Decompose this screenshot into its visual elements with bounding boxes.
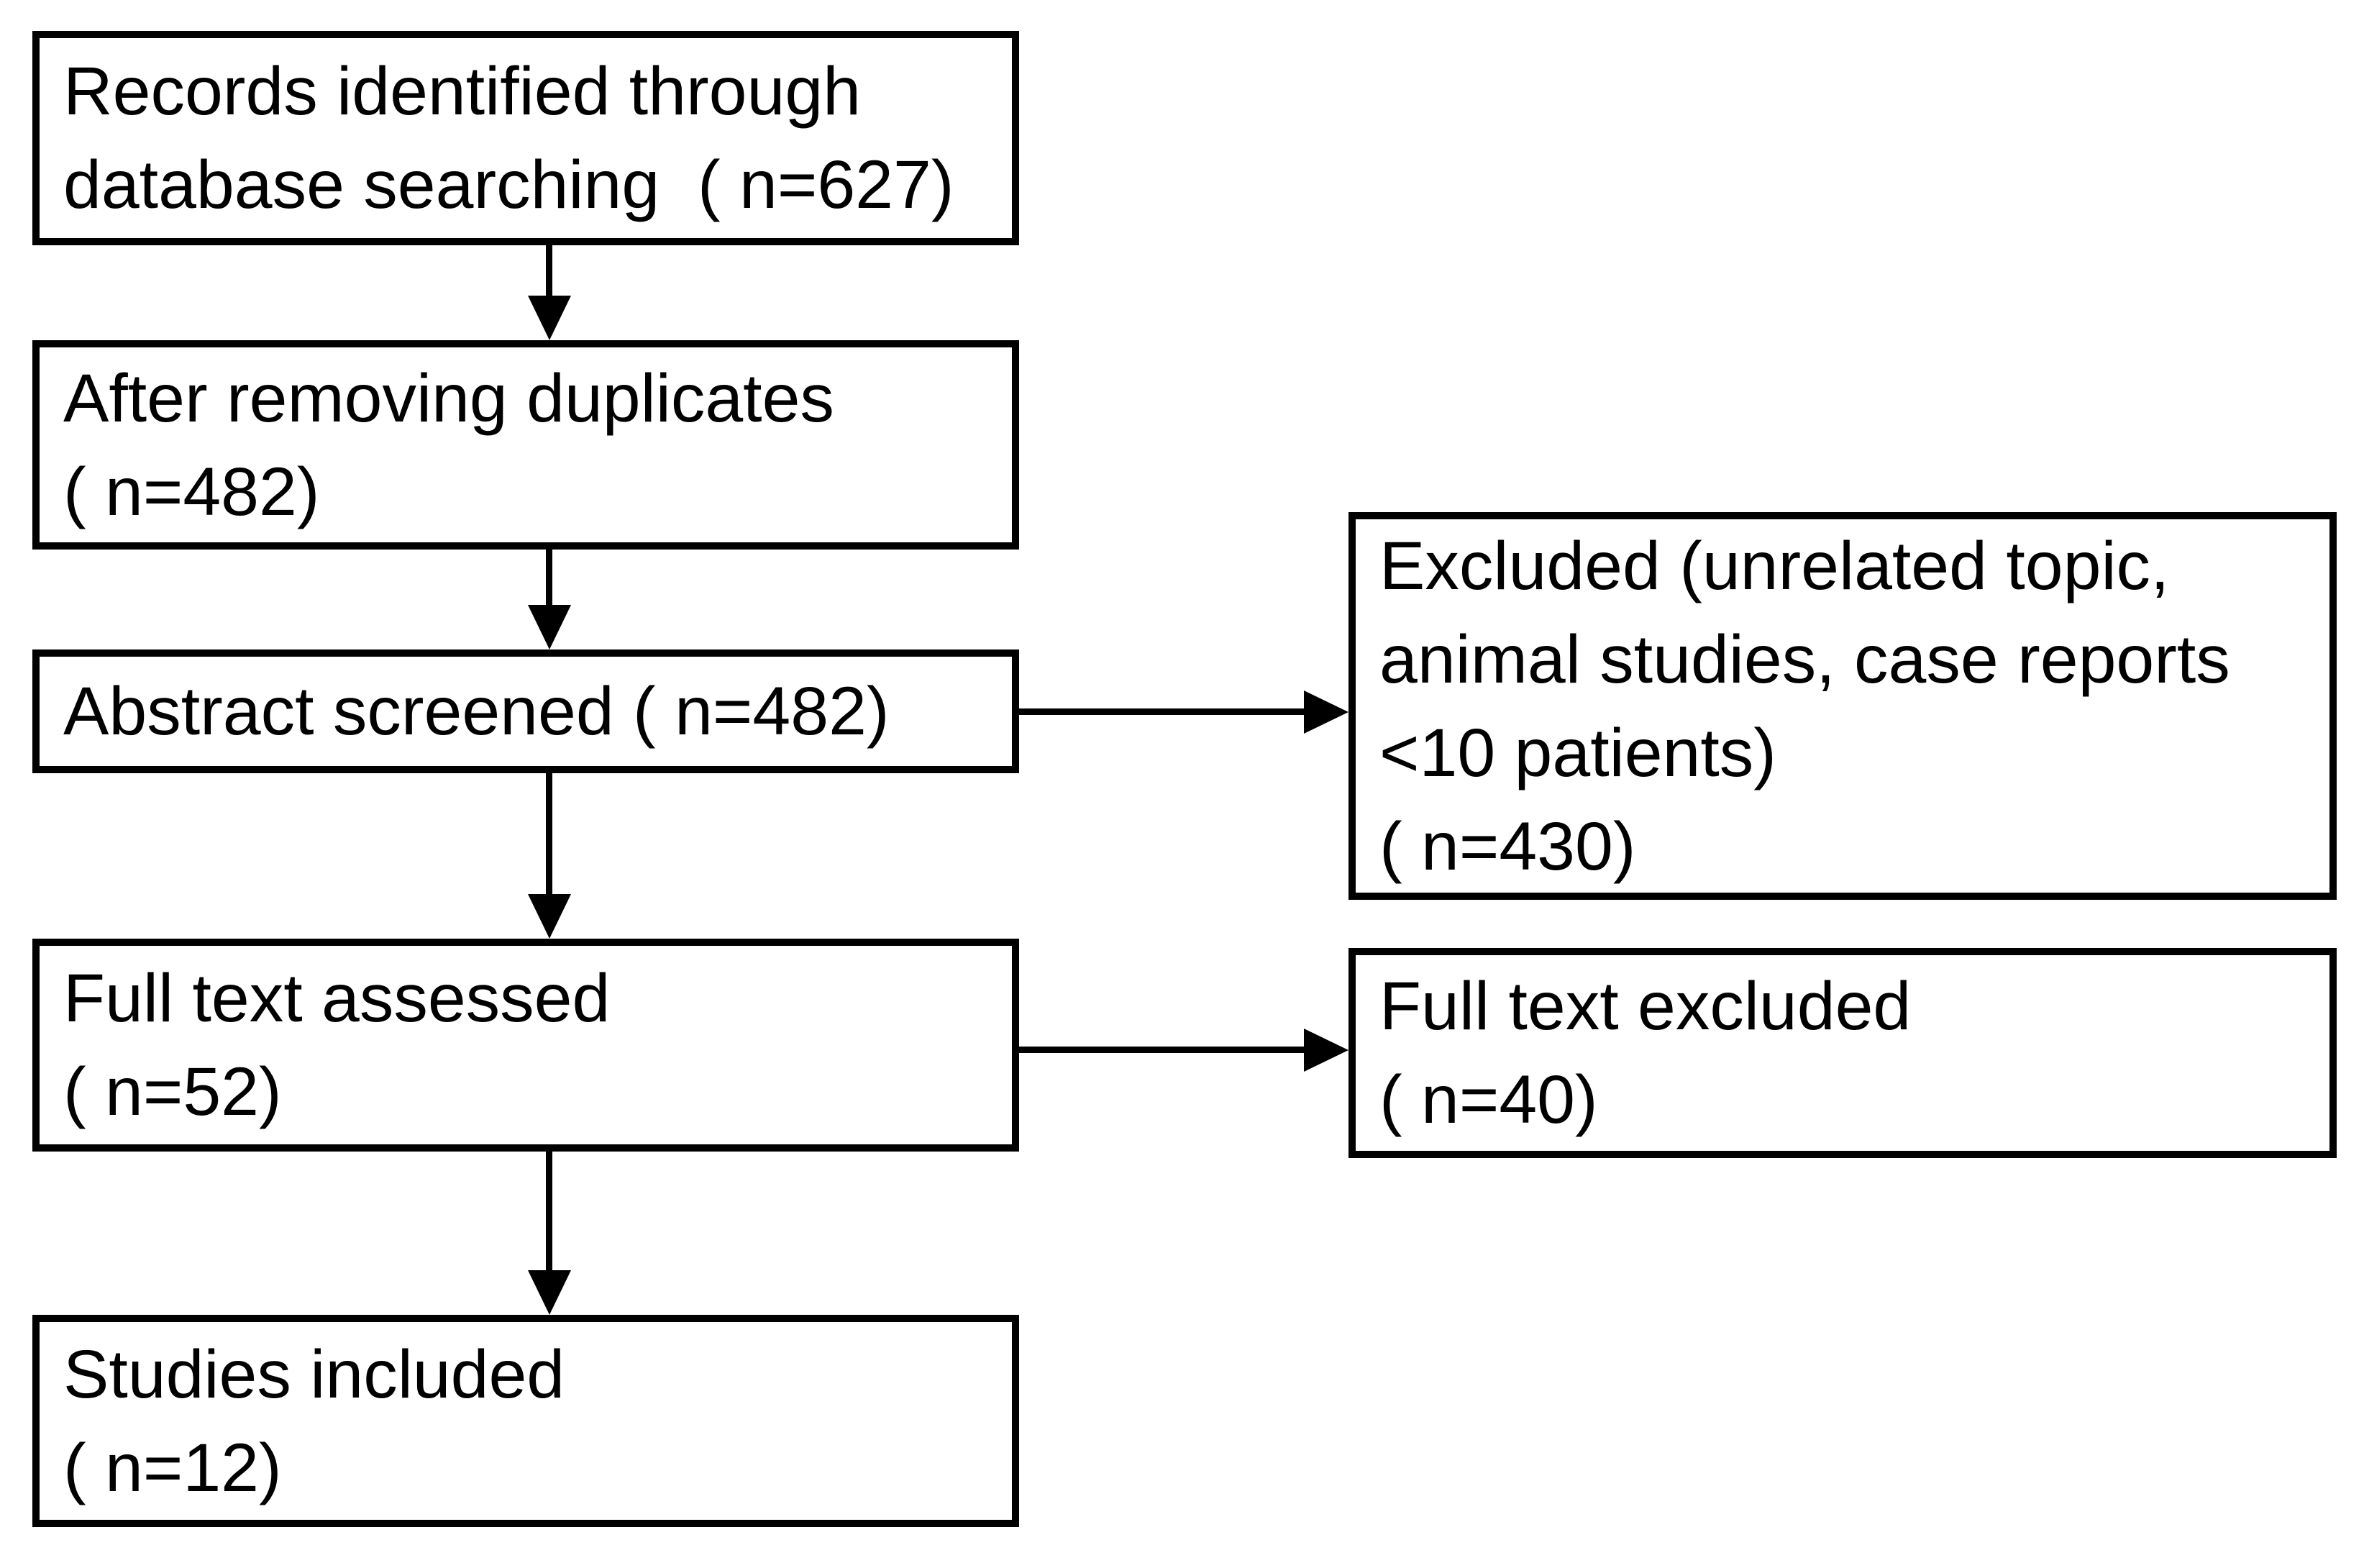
arrow-head-icon bbox=[1304, 690, 1348, 734]
box-text-line: Full text excluded bbox=[1379, 968, 1912, 1044]
box-text-line: Excluded (unrelated topic, bbox=[1379, 527, 2170, 604]
box-text-line: Full text assessed bbox=[63, 960, 611, 1036]
box-full-text-excluded: Full text excluded ( n=40) bbox=[1348, 948, 2337, 1158]
box-text-line: Records identified through bbox=[63, 53, 862, 129]
box-text-line: Studies included bbox=[63, 1336, 565, 1413]
box-abstract-screened: Abstract screened ( n=482) bbox=[32, 649, 1019, 773]
box-text-line: Abstract screened ( n=482) bbox=[63, 673, 890, 749]
box-text-line: After removing duplicates bbox=[63, 360, 834, 437]
arrow-head-icon bbox=[528, 296, 571, 340]
box-after-removing-duplicates: After removing duplicates ( n=482) bbox=[32, 340, 1019, 550]
arrow-shaft bbox=[546, 770, 552, 897]
arrow-head-icon bbox=[1304, 1029, 1348, 1072]
box-excluded: Excluded (unrelated topic, animal studie… bbox=[1348, 512, 2337, 900]
box-text-line: ( n=12) bbox=[63, 1429, 282, 1506]
arrow-shaft bbox=[1014, 708, 1305, 715]
arrow-shaft bbox=[546, 545, 552, 608]
box-text-line: ( n=52) bbox=[63, 1054, 282, 1130]
box-text-line: ( n=40) bbox=[1379, 1062, 1598, 1138]
box-text-line: ( n=430) bbox=[1379, 808, 1636, 885]
box-text-line: <10 patients) bbox=[1379, 714, 1776, 791]
arrow-shaft bbox=[546, 1147, 552, 1273]
box-records-identified: Records identified through database sear… bbox=[32, 31, 1019, 245]
box-full-text-assessed: Full text assessed ( n=52) bbox=[32, 939, 1019, 1152]
arrow-shaft bbox=[546, 241, 552, 298]
box-text-line: ( n=482) bbox=[63, 453, 320, 530]
arrow-shaft bbox=[1014, 1047, 1305, 1053]
arrow-head-icon bbox=[528, 894, 571, 939]
box-text-line: animal studies, case reports bbox=[1379, 621, 2230, 698]
box-text-line: database searching ( n=627) bbox=[63, 147, 954, 223]
arrow-head-icon bbox=[528, 605, 571, 649]
arrow-head-icon bbox=[528, 1270, 571, 1315]
box-studies-included: Studies included ( n=12) bbox=[32, 1315, 1019, 1527]
